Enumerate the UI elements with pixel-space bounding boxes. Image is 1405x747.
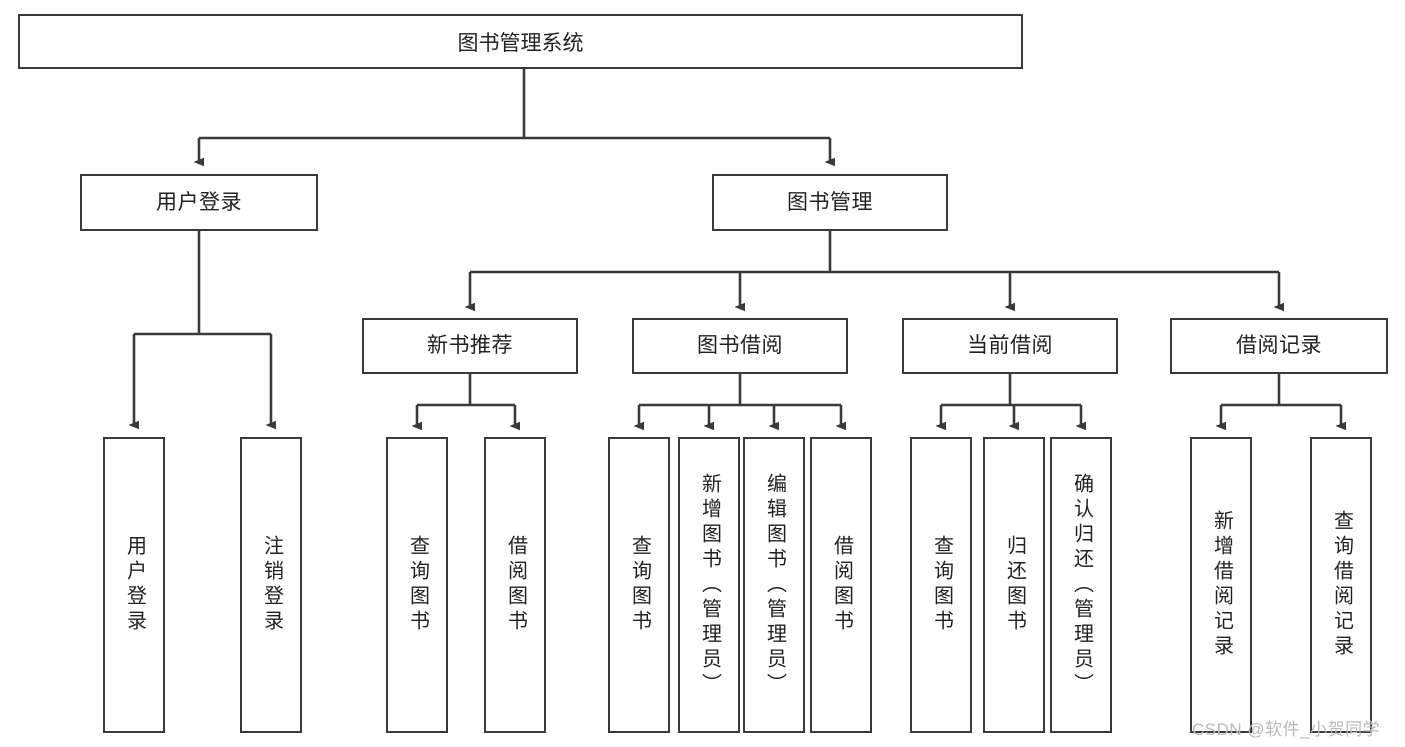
node-leaf-query-book-cur-label: 查询图书 (930, 535, 953, 635)
node-book-borrow-label: 图书借阅 (697, 334, 783, 358)
watermark-text: CSDN @软件_小贺同学 (1192, 720, 1381, 739)
node-leaf-edit-book[interactable]: 编辑图书（管理员） (743, 437, 805, 733)
node-leaf-borrow-book-label: 借阅图书 (830, 535, 853, 635)
node-book-borrow[interactable]: 图书借阅 (632, 318, 848, 374)
node-leaf-confirm-return[interactable]: 确认归还（管理员） (1050, 437, 1112, 733)
node-borrow-record[interactable]: 借阅记录 (1170, 318, 1388, 374)
node-root-label: 图书管理系统 (457, 31, 584, 55)
node-leaf-add-book-label: 新增图书（管理员） (698, 472, 721, 698)
node-leaf-query-record-label: 查询借阅记录 (1330, 510, 1353, 660)
node-book-manage[interactable]: 图书管理 (712, 174, 948, 231)
node-leaf-edit-book-label: 编辑图书（管理员） (763, 472, 786, 698)
node-leaf-add-record[interactable]: 新增借阅记录 (1190, 437, 1252, 733)
node-leaf-user-login-label: 用户登录 (123, 535, 146, 635)
node-leaf-query-book-rec[interactable]: 查询图书 (386, 437, 448, 733)
node-leaf-query-book-borrow[interactable]: 查询图书 (608, 437, 670, 733)
node-leaf-user-login[interactable]: 用户登录 (103, 437, 165, 733)
node-leaf-return-book-label: 归还图书 (1003, 535, 1026, 635)
node-leaf-add-book[interactable]: 新增图书（管理员） (678, 437, 740, 733)
node-leaf-logout-label: 注销登录 (260, 535, 283, 635)
watermark-credit: CSDN @软件_小贺同学 (1192, 715, 1380, 740)
node-leaf-query-record[interactable]: 查询借阅记录 (1310, 437, 1372, 733)
node-root-system[interactable]: 图书管理系统 (18, 14, 1023, 69)
node-new-book-rec[interactable]: 新书推荐 (362, 318, 578, 374)
node-user-login[interactable]: 用户登录 (80, 174, 318, 231)
node-leaf-logout[interactable]: 注销登录 (240, 437, 302, 733)
node-leaf-borrow-book-rec[interactable]: 借阅图书 (484, 437, 546, 733)
node-leaf-query-book-cur[interactable]: 查询图书 (910, 437, 972, 733)
node-leaf-return-book[interactable]: 归还图书 (983, 437, 1045, 733)
node-book-manage-label: 图书管理 (787, 190, 873, 214)
node-leaf-borrow-book-rec-label: 借阅图书 (504, 535, 527, 635)
node-borrow-record-label: 借阅记录 (1236, 334, 1322, 358)
node-leaf-borrow-book[interactable]: 借阅图书 (810, 437, 872, 733)
node-leaf-confirm-return-label: 确认归还（管理员） (1070, 472, 1093, 698)
node-leaf-query-book-rec-label: 查询图书 (406, 535, 429, 635)
node-leaf-query-book-borrow-label: 查询图书 (628, 535, 651, 635)
node-current-borrow[interactable]: 当前借阅 (902, 318, 1118, 374)
node-new-book-rec-label: 新书推荐 (427, 334, 513, 358)
node-user-login-label: 用户登录 (156, 190, 242, 214)
node-leaf-add-record-label: 新增借阅记录 (1210, 510, 1233, 660)
node-current-borrow-label: 当前借阅 (967, 334, 1053, 358)
